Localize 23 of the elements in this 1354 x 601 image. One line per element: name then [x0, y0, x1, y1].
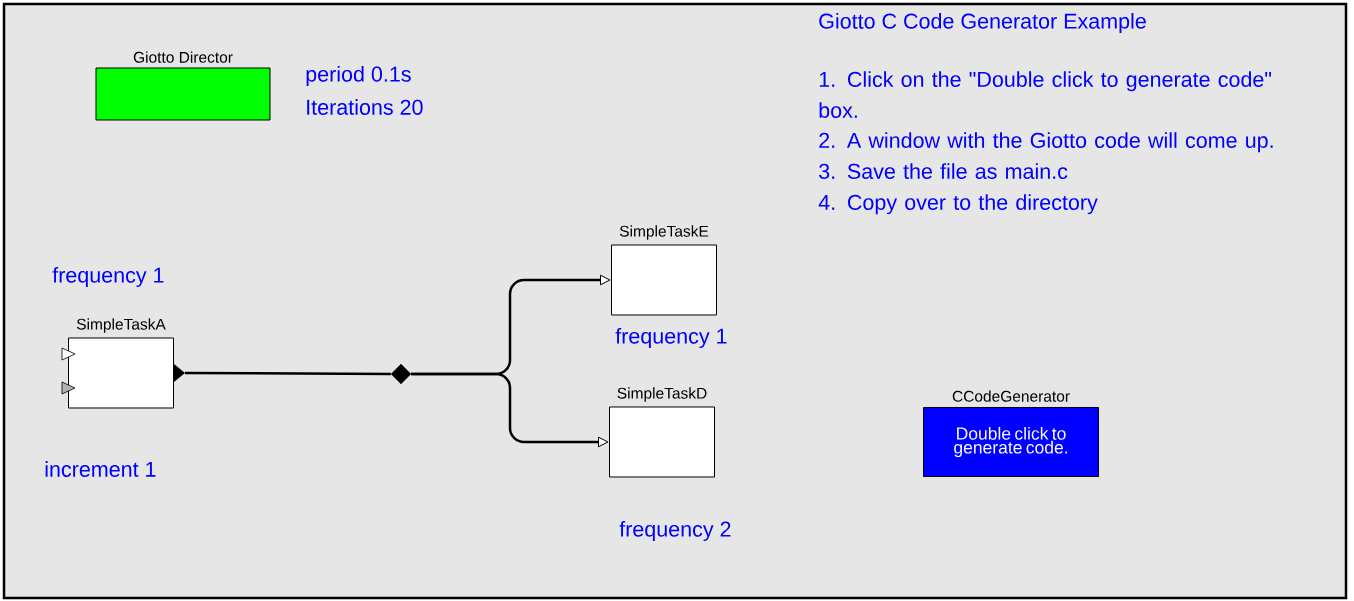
instruction-text: 3. Save the file as main.c — [819, 163, 1068, 179]
parameter-text: period 0.1s — [306, 66, 411, 86]
node-label: Giotto Director — [133, 51, 233, 63]
title-text: Giotto C Code Generator Example — [819, 13, 1146, 33]
instruction-text: 2. A window with the Giotto code will come up. — [819, 132, 1273, 153]
director-box: Giotto Director — [95, 51, 271, 121]
node-label: CCodeGenerator — [952, 390, 1070, 402]
parameter-text: frequency 1 — [52, 267, 164, 287]
actor-box: SimpleTaskE — [611, 225, 717, 316]
parameter-text: frequency 2 — [619, 521, 731, 541]
actor-box: SimpleTaskD — [609, 387, 715, 478]
connector-arrow — [411, 372, 609, 448]
relation-diamond — [390, 363, 412, 385]
node-label: SimpleTaskE — [619, 225, 709, 240]
parameter-text: increment 1 — [45, 461, 156, 477]
actor-box: SimpleTaskA — [68, 318, 185, 409]
parameter-text: frequency 1 — [615, 328, 727, 348]
instruction-text: 4. Copy over to the directory — [818, 194, 1098, 215]
node-label: SimpleTaskD — [617, 387, 707, 402]
parameter-text: Iterations 20 — [307, 99, 423, 115]
instruction-text: 1. Click on the "Double click to generate code" box. — [819, 71, 1272, 118]
generator-box: CCodeGenerator Double click to generate code. — [923, 390, 1099, 477]
node-label: SimpleTaskA — [76, 318, 166, 333]
